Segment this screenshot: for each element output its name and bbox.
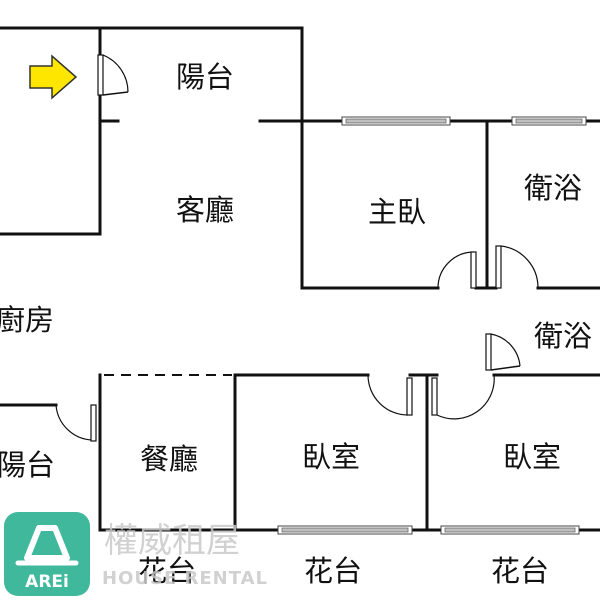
door-bathroom-right	[495, 245, 539, 289]
room-labels: 陽台 客廳 主臥 衛浴 廚房 衛浴 陽台 餐廳 臥室 臥室 花台 花台 花台	[0, 60, 592, 588]
room-label-bedroom-middle: 臥室	[302, 440, 360, 474]
door-bedroom-right	[431, 374, 495, 420]
room-label-kitchen: 廚房	[0, 303, 54, 337]
room-label-terrace-middle: 花台	[304, 554, 362, 588]
wall-master-bedroom-left	[300, 26, 440, 290]
arei-logo-icon: AREi	[4, 512, 90, 596]
watermark-brand-cn: 權威租屋	[104, 521, 240, 561]
room-label-bedroom-right: 臥室	[503, 440, 561, 474]
room-label-terrace-left: 花台	[138, 554, 196, 588]
room-label-bathroom-middle: 衛浴	[534, 319, 592, 353]
window-bedroom-right	[440, 525, 580, 535]
door-bedroom-middle	[367, 374, 413, 416]
room-label-balcony-top: 陽台	[176, 60, 234, 94]
door-balcony-left	[55, 404, 97, 442]
watermark: AREi 權威租屋 HOUSE RENTAL	[4, 512, 268, 596]
room-label-living-room: 客廳	[176, 193, 234, 227]
window-bedroom-middle	[277, 525, 413, 535]
door-bathroom-middle	[485, 333, 521, 371]
window-master-bedroom	[341, 116, 451, 126]
door-master-bedroom	[437, 251, 477, 289]
room-label-dining-room: 餐廳	[140, 442, 198, 476]
watermark-brand-en: HOUSE RENTAL	[102, 568, 268, 589]
entrance-arrow-icon	[29, 54, 78, 100]
wall-entrance-block	[0, 26, 102, 236]
window-bathroom	[511, 116, 587, 126]
logo-text: AREi	[25, 572, 69, 592]
room-label-terrace-right: 花台	[491, 554, 549, 588]
windows	[277, 116, 587, 535]
doors	[55, 54, 539, 442]
room-label-balcony-left: 陽台	[0, 448, 55, 482]
door-balcony	[97, 54, 129, 96]
room-label-bathroom-right: 衛浴	[524, 171, 582, 205]
room-label-master-bedroom: 主臥	[368, 195, 426, 229]
